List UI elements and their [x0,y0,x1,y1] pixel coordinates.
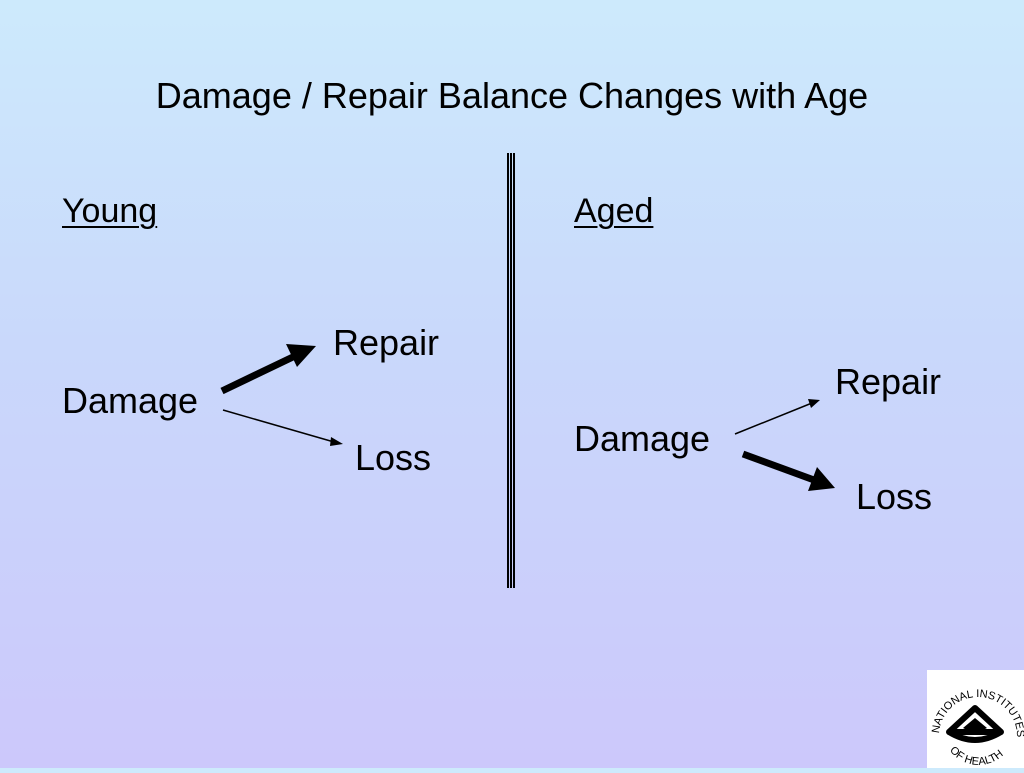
young-repair-label: Repair [333,322,440,363]
young-loss-label: Loss [355,437,432,478]
aged-repair-label: Repair [835,361,942,402]
aged-repair-arrow [734,399,820,435]
slide-title: Damage / Repair Balance Changes with Age [155,75,869,116]
aged-damage-label: Damage [574,418,711,459]
nih-logo: NATIONAL INSTITUTES OF HEALTH [927,670,1024,768]
nih-emblem-icon: NATIONAL INSTITUTES OF HEALTH [930,688,1024,768]
young-repair-arrow [220,344,316,395]
aged-loss-arrow [741,450,835,491]
column-divider [507,153,515,588]
svg-text:OF HEALTH: OF HEALTH [947,744,1005,768]
young-loss-arrow [222,409,343,446]
young-damage-label: Damage [62,380,199,421]
aged-loss-label: Loss [856,476,933,517]
aged-heading: Aged [574,192,654,230]
young-heading: Young [62,192,158,230]
